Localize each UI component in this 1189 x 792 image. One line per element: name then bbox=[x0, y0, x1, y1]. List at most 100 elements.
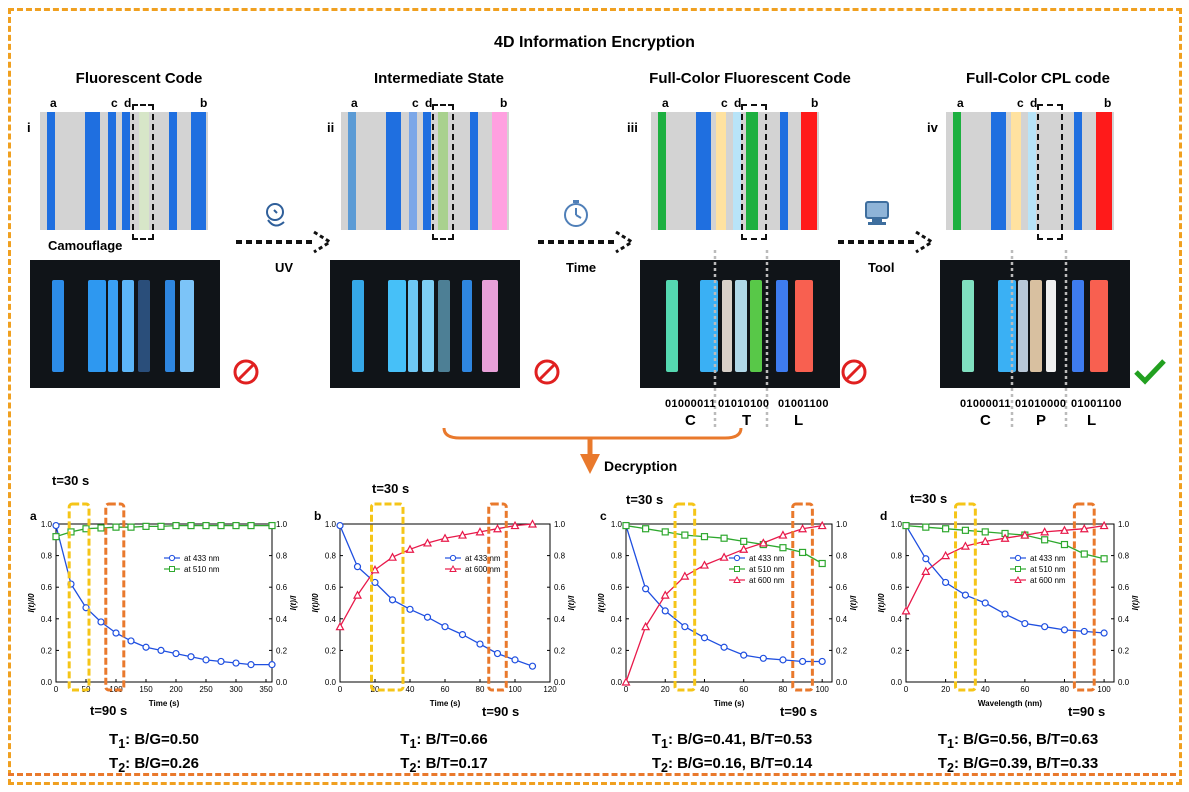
y-tick-label: 0.6 bbox=[325, 583, 337, 592]
legend-marker bbox=[169, 566, 175, 572]
y-tick-label: 0.4 bbox=[325, 615, 337, 624]
tool-label: Tool bbox=[868, 260, 895, 275]
data-point bbox=[217, 521, 225, 530]
legend-marker bbox=[733, 554, 741, 562]
panel-roman-iii: iii bbox=[627, 120, 638, 135]
decryption-bracket bbox=[442, 427, 743, 474]
legend-entry: at 433 nm bbox=[465, 554, 501, 563]
data-point bbox=[142, 522, 150, 530]
panel-letter: a bbox=[30, 509, 37, 523]
data-point bbox=[642, 525, 650, 533]
series-line bbox=[339, 523, 533, 628]
data-point bbox=[1021, 619, 1029, 628]
caption-line-1: T1: B/G=0.50 bbox=[109, 731, 199, 751]
decoded-letter: L bbox=[794, 412, 804, 429]
t30-highlight-box bbox=[954, 502, 977, 692]
data-point bbox=[440, 533, 450, 542]
data-point bbox=[388, 596, 397, 604]
plot-frame bbox=[625, 523, 833, 683]
data-point bbox=[1041, 623, 1049, 631]
x-tick-label: 350 bbox=[259, 685, 273, 694]
caption-line-1: T1: B/G=0.41, B/T=0.53 bbox=[651, 731, 813, 751]
y-tick-label: 0.2 bbox=[41, 646, 53, 655]
data-point bbox=[622, 521, 630, 530]
data-point bbox=[1041, 536, 1049, 544]
x-tick-label: 0 bbox=[904, 685, 909, 694]
data-point bbox=[353, 563, 362, 571]
y2-axis-label: I(t)/I bbox=[567, 595, 576, 610]
decoded-letter: T bbox=[742, 412, 752, 429]
legend-entry: at 510 nm bbox=[184, 565, 220, 574]
data-point bbox=[739, 544, 749, 553]
decoded-letter: L bbox=[1087, 412, 1097, 429]
data-point bbox=[1099, 520, 1109, 530]
t30-highlight-box bbox=[673, 502, 697, 692]
panel-letter: b bbox=[314, 509, 321, 523]
data-point bbox=[981, 599, 989, 607]
y2-tick-label: 0.2 bbox=[554, 646, 566, 655]
data-point bbox=[527, 519, 538, 528]
data-point bbox=[798, 548, 807, 557]
legend-entry: at 433 nm bbox=[1030, 554, 1066, 563]
y-tick-label: 0.4 bbox=[611, 615, 623, 624]
data-point bbox=[187, 521, 195, 530]
y-tick-label: 0.4 bbox=[41, 615, 53, 624]
uv-lamp-icon bbox=[266, 203, 285, 227]
barcode-schematic-iii bbox=[651, 112, 819, 230]
legend-entry: at 600 nm bbox=[749, 576, 785, 585]
y2-tick-label: 0.4 bbox=[836, 615, 848, 624]
data-point bbox=[1100, 555, 1108, 563]
y2-tick-label: 0.6 bbox=[1118, 583, 1130, 592]
data-point bbox=[112, 629, 120, 637]
x-axis-label: Time (s) bbox=[714, 699, 745, 708]
strip-label-a: a bbox=[351, 96, 358, 110]
data-point bbox=[528, 662, 537, 670]
panel-roman-ii: ii bbox=[327, 120, 335, 135]
strip-label-c: c bbox=[1017, 96, 1024, 110]
y-tick-label: 0.2 bbox=[891, 646, 903, 655]
caption-line-2: T2: B/G=0.26 bbox=[109, 755, 199, 775]
data-point bbox=[232, 659, 240, 667]
panel-letter: d bbox=[880, 509, 887, 523]
data-point bbox=[922, 555, 930, 563]
caption-line-2: T2: B/T=0.17 bbox=[400, 755, 488, 775]
x-tick-label: 200 bbox=[169, 685, 183, 694]
data-point bbox=[441, 623, 449, 631]
y2-tick-label: 0.6 bbox=[554, 583, 566, 592]
data-point bbox=[740, 651, 748, 659]
time-label: Time bbox=[566, 260, 597, 275]
strip-label-b: b bbox=[200, 96, 208, 110]
data-point bbox=[1080, 550, 1088, 558]
data-point bbox=[112, 523, 120, 531]
data-point bbox=[52, 533, 60, 541]
y2-tick-label: 0.4 bbox=[1118, 615, 1130, 624]
x-tick-label: 100 bbox=[1097, 685, 1111, 694]
data-point bbox=[700, 634, 709, 642]
x-tick-label: 20 bbox=[371, 685, 380, 694]
panel-title-iv: Full-Color CPL code bbox=[966, 70, 1110, 87]
outer-frame bbox=[8, 8, 1182, 785]
strip-label-b: b bbox=[500, 96, 508, 110]
data-point bbox=[961, 591, 970, 599]
y2-tick-label: 0.0 bbox=[554, 678, 566, 687]
binary-code: 01000011 bbox=[960, 398, 1011, 410]
data-point bbox=[778, 530, 788, 539]
data-point bbox=[942, 578, 950, 587]
caption-line-1: T1: B/G=0.56, B/T=0.63 bbox=[937, 731, 1099, 751]
data-point bbox=[661, 607, 669, 615]
legend-entry: at 510 nm bbox=[749, 565, 785, 574]
y2-tick-label: 0.0 bbox=[1118, 678, 1130, 687]
data-point bbox=[97, 618, 105, 626]
panel-letter: c bbox=[600, 509, 607, 523]
data-point bbox=[902, 521, 910, 530]
data-point bbox=[457, 530, 468, 539]
prohibited-icon bbox=[233, 359, 259, 385]
data-point bbox=[142, 643, 150, 651]
x-tick-label: 250 bbox=[199, 685, 213, 694]
data-point bbox=[371, 578, 379, 587]
strip-label-d: d bbox=[425, 96, 433, 110]
decoded-letter: C bbox=[980, 412, 991, 429]
data-point bbox=[232, 521, 240, 530]
x-tick-label: 80 bbox=[778, 685, 787, 694]
data-point bbox=[202, 656, 210, 664]
